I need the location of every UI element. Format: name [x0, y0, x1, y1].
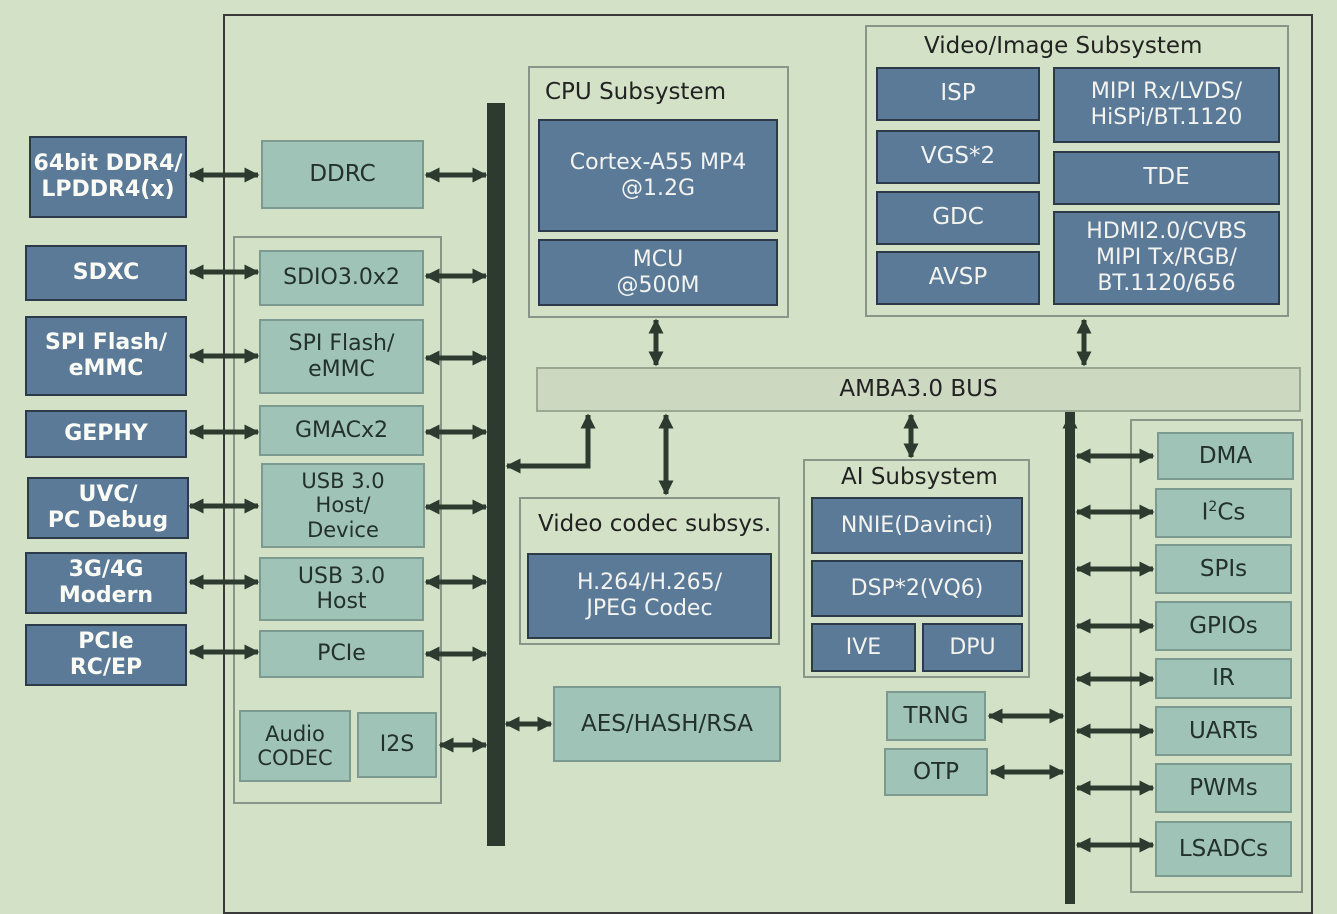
hdmi-output-block: HDMI2.0/CVBS MIPI Tx/RGB/ BT.1120/656 [1053, 211, 1280, 305]
cpu-subsystem-group [528, 66, 789, 318]
audio-codec-block: Audio CODEC [239, 710, 351, 782]
usb-host-device-block: USB 3.0 Host/ Device [261, 463, 425, 548]
gmac-block: GMACx2 [259, 405, 424, 456]
trng-block: TRNG [886, 691, 986, 741]
ai-subsystem-title: AI Subsystem [841, 464, 998, 490]
pwms-block: PWMs [1155, 763, 1292, 813]
spis-block: SPIs [1155, 544, 1292, 594]
ir-block: IR [1155, 658, 1292, 699]
cpu-subsystem-title: CPU Subsystem [545, 79, 727, 105]
otp-block: OTP [884, 748, 988, 796]
i2cs-block: I2Cs [1155, 488, 1292, 538]
sdio-block: SDIO3.0x2 [259, 250, 424, 306]
ai-subsystem-group [803, 459, 1030, 678]
cortex-a55-block: Cortex-A55 MP4 @1.2G [538, 119, 778, 232]
i2s-block: I2S [357, 712, 437, 778]
gdc-block: GDC [876, 191, 1040, 245]
peripherals-group [1130, 419, 1303, 893]
lsadcs-block: LSADCs [1155, 821, 1292, 877]
h264-h265-jpeg-codec-block: H.264/H.265/ JPEG Codec [527, 553, 772, 639]
avsp-block: AVSP [876, 251, 1040, 305]
ext-3g4g-modem: 3G/4G Modern [25, 552, 187, 614]
aes-hash-rsa-block: AES/HASH/RSA [553, 686, 781, 762]
ddrc-block: DDRC [261, 140, 424, 209]
i2cs-label: I2Cs [1201, 499, 1246, 527]
dpu-block: DPU [922, 623, 1023, 672]
video-image-subsystem-group [865, 25, 1289, 317]
isp-block: ISP [876, 67, 1040, 121]
ive-block: IVE [811, 623, 916, 672]
gpios-block: GPIOs [1155, 601, 1292, 651]
video-codec-group [519, 497, 780, 645]
io-controller-group [233, 236, 442, 804]
ext-gephy: GEPHY [25, 410, 187, 458]
video-codec-title: Video codec subsys. [538, 511, 772, 537]
ext-sdxc: SDXC [25, 245, 187, 301]
mcu-block: MCU @500M [538, 239, 778, 306]
spi-flash-controller-block: SPI Flash/ eMMC [259, 319, 424, 394]
dma-block: DMA [1157, 432, 1294, 480]
dsp-block: DSP*2(VQ6) [811, 560, 1023, 617]
left-system-bus [487, 103, 505, 846]
amba-bus-label: AMBA3.0 BUS [839, 376, 998, 403]
vgs-block: VGS*2 [876, 130, 1040, 184]
mipi-rx-block: MIPI Rx/LVDS/ HiSPi/BT.1120 [1053, 67, 1280, 143]
pcie-controller-block: PCIe [259, 630, 424, 678]
ext-pcie-rc-ep: PCIe RC/EP [25, 624, 187, 686]
ext-spi-flash-emmc: SPI Flash/ eMMC [25, 316, 187, 396]
arrow-leftbus-amba [505, 413, 596, 474]
amba-bus: AMBA3.0 BUS [536, 367, 1301, 412]
video-image-subsystem-title: Video/Image Subsystem [924, 33, 1203, 59]
ext-uvc-pc-debug: UVC/ PC Debug [27, 477, 189, 539]
tde-block: TDE [1053, 151, 1280, 205]
uarts-block: UARTs [1155, 706, 1292, 756]
nnie-block: NNIE(Davinci) [811, 497, 1023, 554]
usb-host-block: USB 3.0 Host [259, 557, 424, 621]
ext-ddr-memory: 64bit DDR4/ LPDDR4(x) [29, 136, 187, 218]
right-peripheral-bus [1065, 411, 1075, 904]
